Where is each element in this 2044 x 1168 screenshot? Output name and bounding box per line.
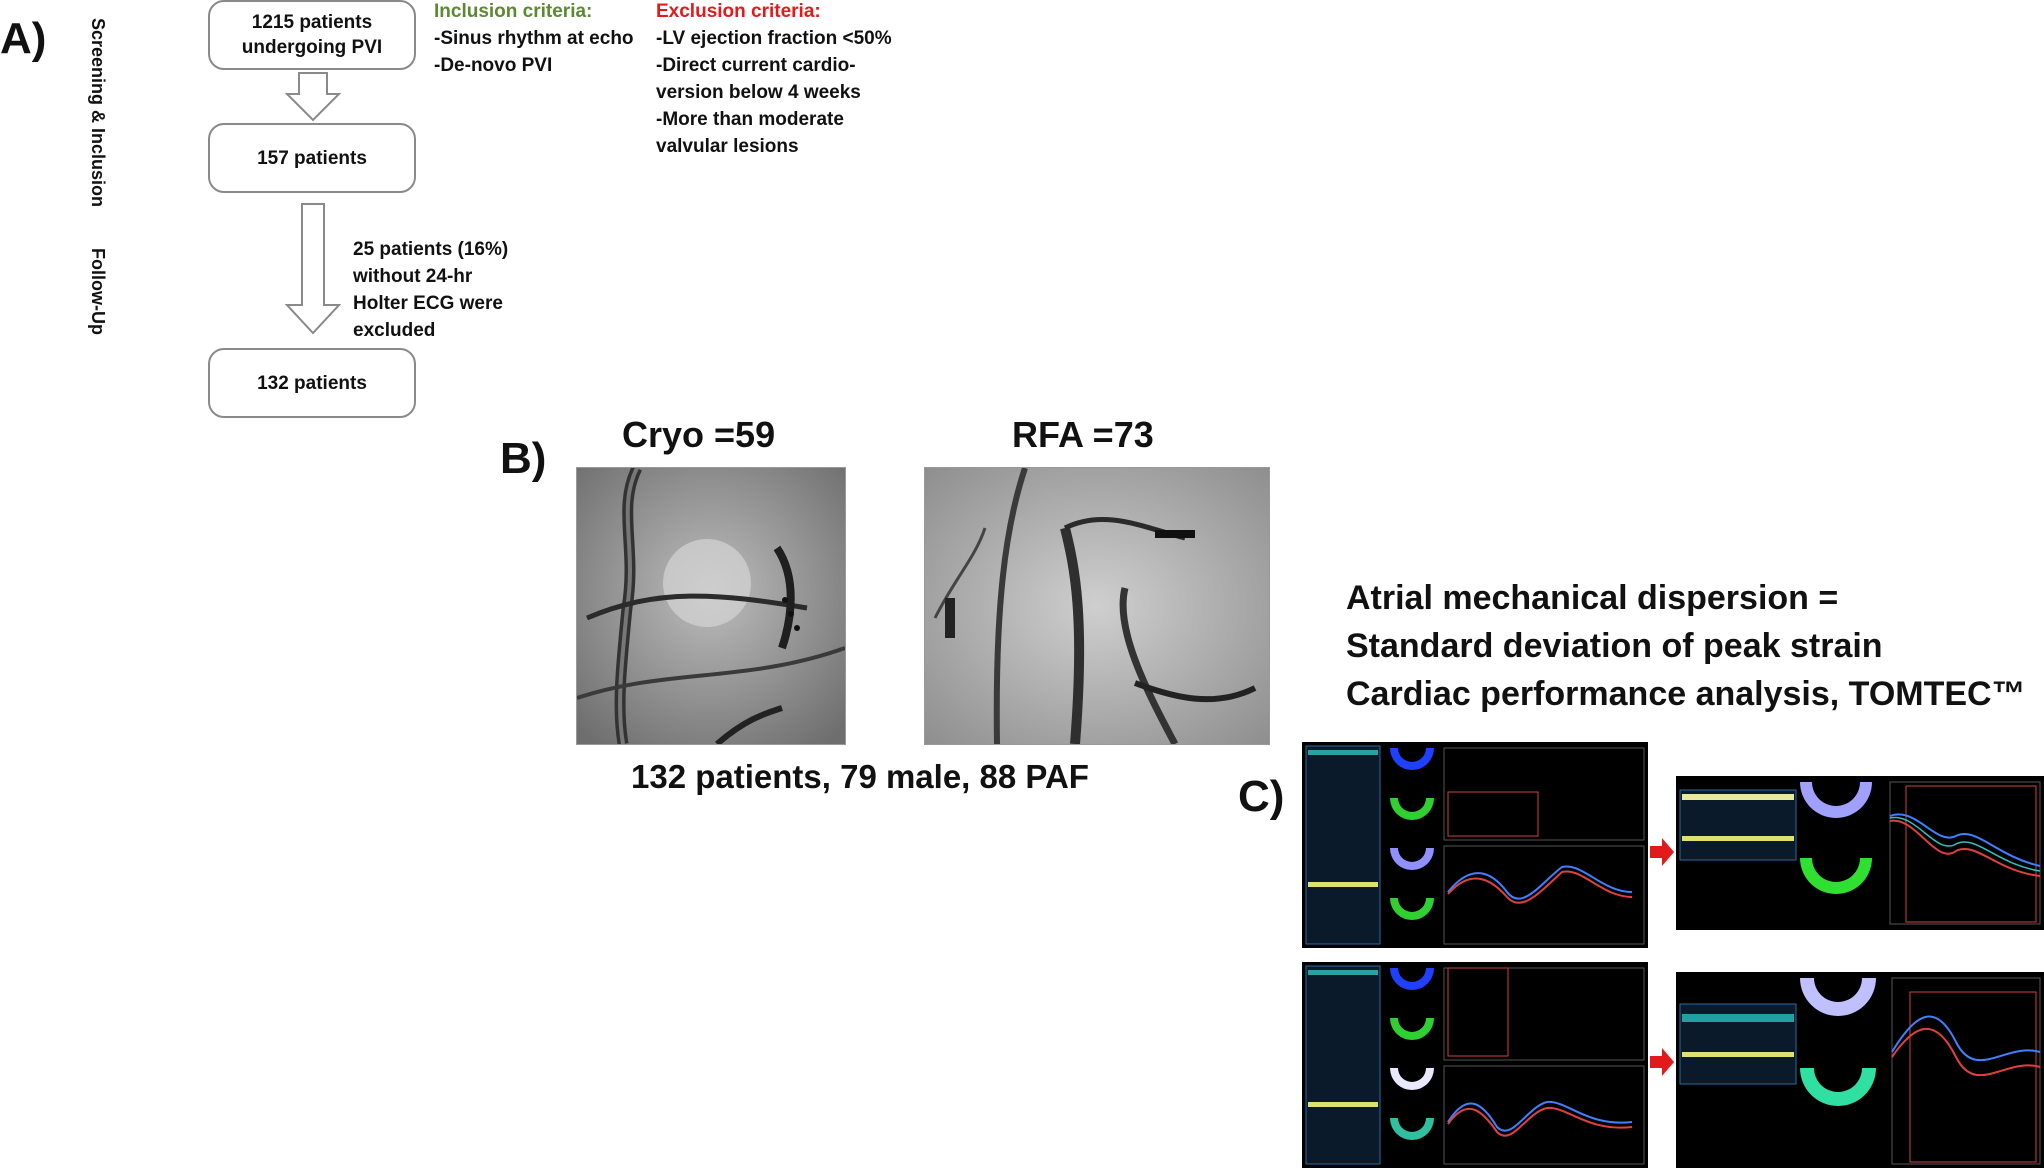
panel-label-a: A) <box>0 14 47 63</box>
exclusion-title: Exclusion criteria: <box>656 1 821 22</box>
rfa-fluoroscopy-image <box>924 467 1270 745</box>
note-line: excluded <box>353 320 436 341</box>
flow-exclusion-note: 25 patients (16%) without 24-hr Holter E… <box>353 236 508 344</box>
panel-label-c: C) <box>1238 772 1285 821</box>
amd-line: Cardiac performance analysis, TOMTEC™ <box>1346 675 2026 713</box>
note-line: Holter ECG were <box>353 293 503 314</box>
cryo-heading: Cryo =59 <box>622 414 776 455</box>
flow-arrow-1 <box>285 72 341 122</box>
red-arrow-icon <box>1650 838 1674 866</box>
note-line: without 24-hr <box>353 266 473 287</box>
strain-analysis-screenshot-2 <box>1302 962 1648 1168</box>
rfa-heading: RFA =73 <box>1012 414 1154 455</box>
panel-label-b: B) <box>500 434 547 483</box>
cryo-fluoroscopy-image <box>576 467 846 745</box>
inclusion-item: -Sinus rhythm at echo <box>434 28 634 49</box>
side-label-screening: Screening & Inclusion <box>88 18 108 208</box>
flow-box-screened-line1: 1215 patients <box>251 12 373 33</box>
inclusion-title: Inclusion criteria: <box>434 1 593 22</box>
flow-arrow-2 <box>285 203 341 335</box>
exclusion-item: -More than moderate <box>656 109 844 130</box>
cohort-summary: 132 patients, 79 male, 88 PAF <box>631 758 1089 795</box>
exclusion-item: -LV ejection fraction <50% <box>656 28 892 49</box>
exclusion-criteria: Exclusion criteria: -LV ejection fractio… <box>656 0 892 160</box>
flow-box-screened: 1215 patients undergoing PVI <box>208 0 416 70</box>
note-line: 25 patients (16%) <box>353 239 509 260</box>
flow-box-included: 157 patients <box>208 123 416 193</box>
exclusion-item: -Direct current cardio- <box>656 55 856 76</box>
red-arrow-icon <box>1650 1048 1674 1076</box>
flow-box-final: 132 patients <box>208 348 416 418</box>
exclusion-item: version below 4 weeks <box>656 82 861 103</box>
strain-analysis-screenshot-1 <box>1302 742 1648 948</box>
amd-line: Atrial mechanical dispersion = <box>1346 579 1839 617</box>
strain-detail-screenshot-2 <box>1676 972 2044 1168</box>
flow-box-screened-line2: undergoing PVI <box>241 37 383 58</box>
side-label-followup: Follow-Up <box>88 248 108 335</box>
amd-definition: Atrial mechanical dispersion = Standard … <box>1346 574 2026 718</box>
strain-detail-screenshot-1 <box>1676 776 2044 930</box>
exclusion-item: valvular lesions <box>656 136 799 157</box>
amd-line: Standard deviation of peak strain <box>1346 627 1883 665</box>
inclusion-item: -De-novo PVI <box>434 55 553 76</box>
inclusion-criteria: Inclusion criteria: -Sinus rhythm at ech… <box>434 0 634 79</box>
